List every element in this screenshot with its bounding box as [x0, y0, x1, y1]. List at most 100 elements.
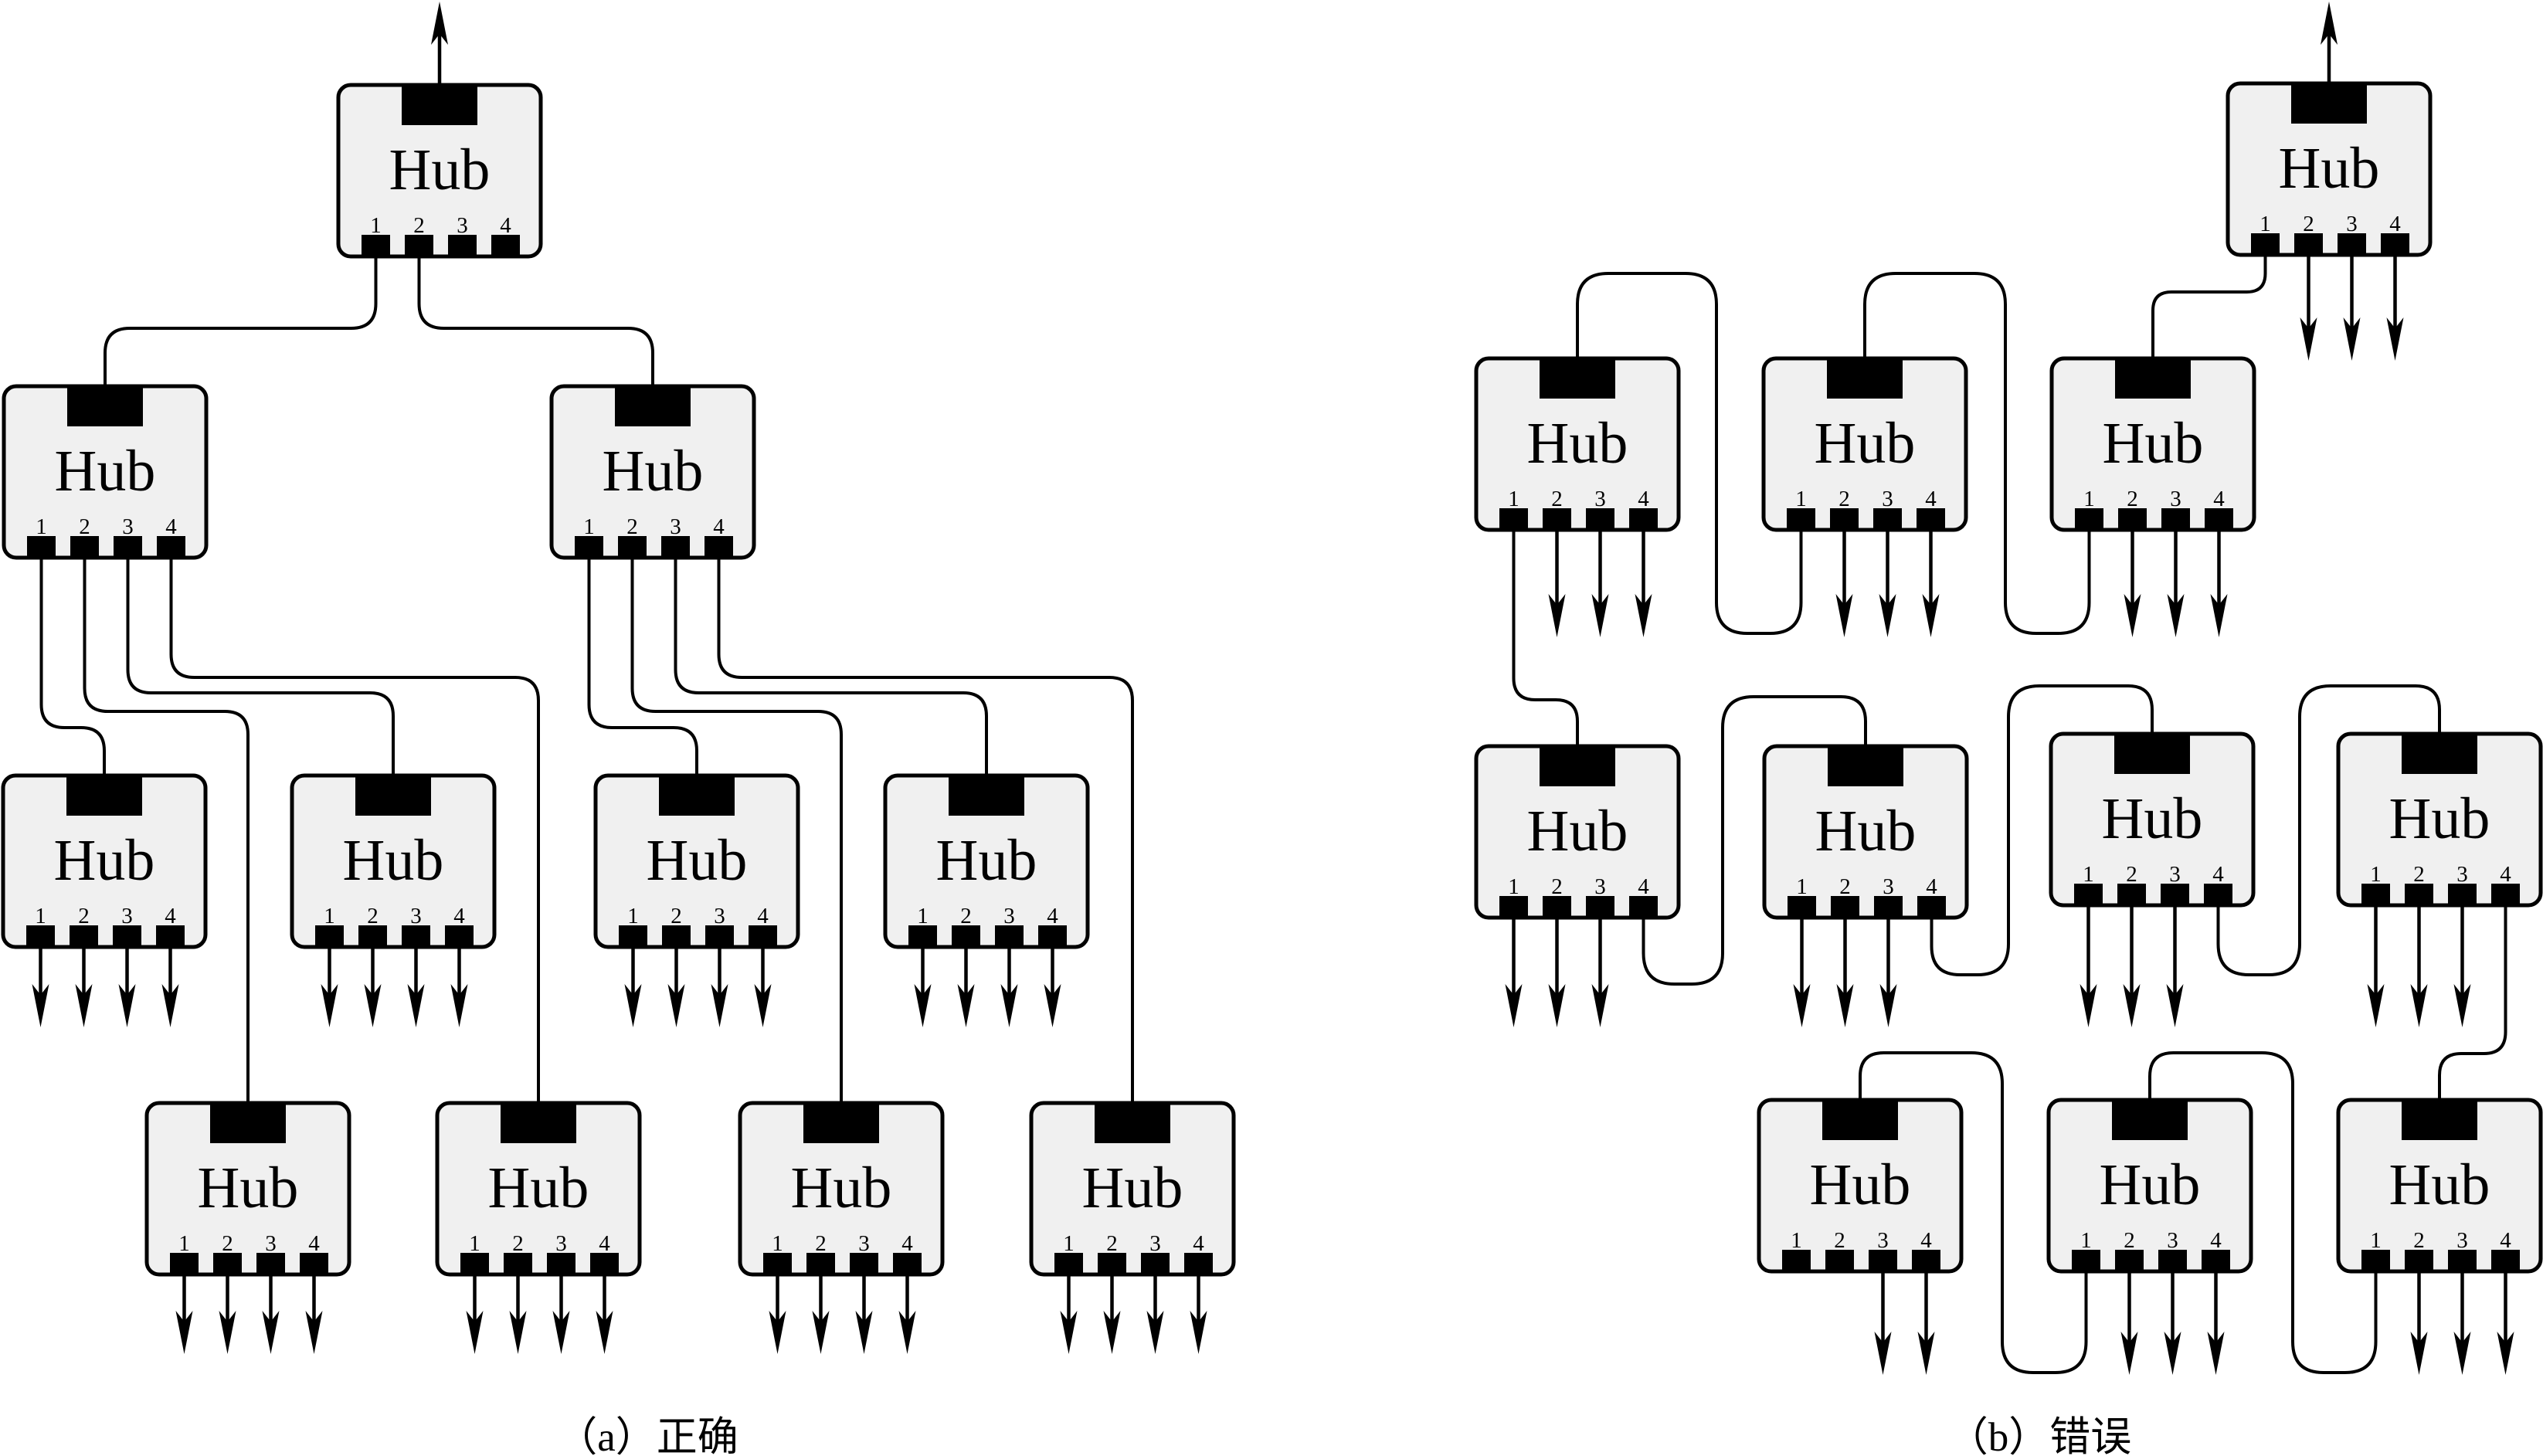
- output-arrow: [1505, 918, 1523, 1027]
- output-arrow: [1548, 530, 1566, 637]
- port-label: 2: [222, 1231, 233, 1256]
- port-label: 4: [1047, 904, 1058, 928]
- output-arrow: [2300, 255, 2317, 361]
- arrow-down-icon: [2410, 984, 2428, 1027]
- port-label: 1: [2080, 1228, 2092, 1253]
- uplink-port: [1540, 358, 1615, 399]
- port-label: 1: [2260, 212, 2271, 236]
- uplink-port: [1822, 1100, 1898, 1140]
- downlink-port: [2381, 233, 2409, 255]
- output-arrow: [2343, 255, 2361, 361]
- port-label: 1: [2083, 487, 2095, 511]
- output-arrow: [957, 947, 975, 1027]
- cable: [2216, 684, 2441, 976]
- output-arrow: [769, 1274, 786, 1354]
- output-arrow: [1548, 918, 1566, 1027]
- downlink-port: [113, 925, 141, 947]
- downlink-port: [2491, 1250, 2520, 1271]
- downlink-port: [405, 235, 433, 256]
- port-label: 3: [1003, 904, 1015, 928]
- arrow-down-icon: [898, 1311, 916, 1354]
- downlink-port: [661, 536, 690, 558]
- arrow-down-icon: [957, 984, 975, 1027]
- downlink-port: [2251, 233, 2280, 255]
- port-label: 3: [1594, 874, 1606, 899]
- port-label: 2: [1551, 874, 1563, 899]
- arrow-down-icon: [1548, 984, 1566, 1027]
- downlink-port: [1782, 1250, 1811, 1271]
- downlink-port: [358, 925, 387, 947]
- uplink-port: [1540, 746, 1615, 786]
- downlink-port: [2117, 884, 2146, 905]
- uplink-port: [1828, 746, 1903, 786]
- downlink-port: [2158, 1250, 2187, 1271]
- hub-label: Hub: [603, 439, 704, 504]
- downlink-port: [2448, 1250, 2477, 1271]
- downlink-port: [300, 1253, 328, 1274]
- output-arrow: [1836, 918, 1854, 1027]
- arrow-down-icon: [2497, 1332, 2514, 1375]
- port-label: 2: [1834, 1228, 1845, 1253]
- downlink-port: [1912, 1250, 1940, 1271]
- port-label: 4: [599, 1231, 610, 1256]
- arrow-down-icon: [624, 984, 642, 1027]
- uplink-port: [210, 1103, 286, 1143]
- port-label: 2: [367, 904, 379, 928]
- arrow-down-icon: [711, 984, 728, 1027]
- downlink-port: [1869, 1250, 1897, 1271]
- port-label: 2: [1839, 874, 1851, 899]
- cable: [2438, 905, 2507, 1100]
- arrow-down-icon: [914, 984, 932, 1027]
- arrow-down-icon: [407, 984, 425, 1027]
- downlink-port: [1038, 925, 1067, 947]
- downlink-port: [2448, 884, 2477, 905]
- output-arrow: [2410, 905, 2428, 1027]
- downlink-port: [619, 925, 647, 947]
- port-label: 1: [1791, 1228, 1802, 1253]
- arrow-down-icon: [450, 984, 468, 1027]
- port-label: 3: [265, 1231, 277, 1256]
- arrow-down-icon: [2453, 1332, 2471, 1375]
- cable: [1863, 272, 2091, 635]
- port-label: 4: [2213, 487, 2225, 511]
- output-arrow: [161, 947, 179, 1027]
- port-label: 1: [324, 904, 335, 928]
- arrow-down-icon: [552, 1311, 570, 1354]
- downlink-port: [2294, 233, 2323, 255]
- port-label: 4: [165, 904, 176, 928]
- arrow-down-icon: [2410, 1332, 2428, 1375]
- port-label: 2: [2413, 1228, 2425, 1253]
- uplink-port: [402, 85, 477, 125]
- downlink-port: [893, 1253, 922, 1274]
- port-label: 3: [555, 1231, 567, 1256]
- arrow-down-icon: [466, 1311, 484, 1354]
- port-label: 1: [627, 904, 639, 928]
- downlink-port: [2074, 884, 2103, 905]
- port-label: 3: [1594, 487, 1606, 511]
- port-label: 3: [2346, 212, 2358, 236]
- arrow-down-icon: [855, 1311, 873, 1354]
- downlink-port: [618, 536, 647, 558]
- downlink-port: [705, 536, 733, 558]
- port-label: 3: [1877, 1228, 1889, 1253]
- output-arrow: [1874, 1271, 1892, 1375]
- arrow-down-icon: [1103, 1311, 1121, 1354]
- output-arrow: [75, 947, 93, 1027]
- port-label: 3: [670, 514, 681, 539]
- hub-label: Hub: [1527, 411, 1628, 476]
- output-arrow: [2123, 905, 2141, 1027]
- arrow-down-icon: [1146, 1311, 1164, 1354]
- output-arrow: [1190, 1274, 1207, 1354]
- arrow-down-icon: [754, 984, 772, 1027]
- downlink-port: [114, 536, 142, 558]
- hub-label: Hub: [936, 828, 1037, 893]
- arrow-down-icon: [812, 1311, 830, 1354]
- port-label: 2: [2124, 1228, 2135, 1253]
